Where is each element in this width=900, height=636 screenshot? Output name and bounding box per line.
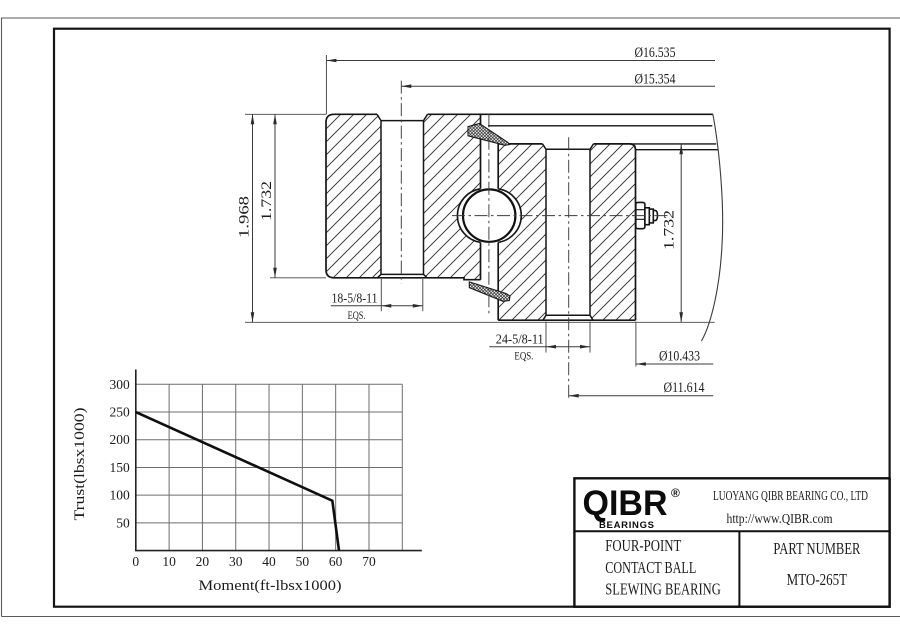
outer-ring-outline <box>325 113 482 281</box>
dim-inner-holes-note: EQS. <box>514 349 533 363</box>
outer-ring-section <box>325 113 482 281</box>
dim-inner-holes: 24-5/8-11 <box>496 333 544 348</box>
company-logo: QIBR ® BEARINGS <box>583 484 681 531</box>
chart-x-axis-title: Moment(ft-lbsx1000) <box>199 578 342 594</box>
chart-gridlines <box>135 383 403 551</box>
part-number-value: MTO-265T <box>787 570 848 589</box>
dimension-arrows <box>250 58 683 398</box>
mounting-plate <box>480 113 724 342</box>
break-line <box>701 114 724 342</box>
dimension-lines <box>252 60 715 397</box>
chart-x-tick-label: 60 <box>329 554 343 569</box>
chart-series-line <box>135 410 341 551</box>
inner-ring-section <box>497 143 637 322</box>
centerlines <box>400 80 671 401</box>
inner-ring-bolt-hole <box>541 143 595 321</box>
product-line-2: CONTACT BALL <box>605 558 696 577</box>
inner-ring-outline <box>497 143 637 322</box>
upper-seal <box>467 122 511 146</box>
dimension-annotations: Ø16.535 Ø15.354 1.968 1.732 1.732 18-5/8… <box>237 45 715 398</box>
chart-x-tick-label: 40 <box>262 554 276 569</box>
chart-y-tick-label: 100 <box>110 488 131 503</box>
dim-inner-ring-height: 1.732 <box>662 210 678 250</box>
registered-trademark-icon: ® <box>671 486 680 500</box>
part-number-label: PART NUMBER <box>773 539 860 558</box>
dim-overall-height: 1.968 <box>237 196 253 238</box>
dim-outer-bolt-circle: Ø15.354 <box>635 72 676 88</box>
dim-inner-bolt-circle: Ø11.614 <box>664 380 705 396</box>
chart-y-tick-label: 250 <box>110 405 131 420</box>
seals <box>467 122 511 302</box>
chart-y-tick-label: 200 <box>110 432 131 447</box>
chart-x-tick-label: 10 <box>162 554 176 569</box>
chart-y-tick-label: 50 <box>116 515 130 530</box>
chart-y-tick-label: 300 <box>110 377 131 392</box>
product-line-3: SLEWING BEARING <box>605 580 721 599</box>
inner-border <box>52 27 891 608</box>
company-website: http://www.QIBR.com <box>727 511 833 526</box>
page-frame <box>0 17 900 618</box>
company-name: LUOYANG QIBR BEARING CO., LTD <box>713 488 868 503</box>
logo-subtext: BEARINGS <box>599 520 654 531</box>
chart-x-tick-label: 50 <box>296 554 310 569</box>
logo-text: QIBR <box>583 484 668 523</box>
dim-outer-holes-note: EQS. <box>348 308 366 322</box>
chart-y-axis-title: Trust(lbsx1000) <box>72 407 88 520</box>
chart-x-tick-label: 70 <box>362 554 376 569</box>
chart-y-tick-label: 150 <box>110 460 131 475</box>
outer-ring-bolt-hole <box>376 113 429 279</box>
outer-border <box>0 17 900 618</box>
chart-x-tick-label: 20 <box>196 554 210 569</box>
chart-x-tick-label: 30 <box>229 554 243 569</box>
chart-axes <box>135 369 422 552</box>
chart-x-tick-label: 0 <box>132 554 139 569</box>
product-description: FOUR-POINT CONTACT BALL SLEWING BEARING <box>605 536 721 599</box>
lower-seal <box>468 281 511 302</box>
title-block-border <box>573 477 891 608</box>
bearing-section-view <box>325 80 724 401</box>
dim-outer-diameter: Ø16.535 <box>635 45 676 61</box>
product-line-1: FOUR-POINT <box>605 536 681 555</box>
part-number-cell: PART NUMBER MTO-265T <box>773 539 860 589</box>
dim-inner-bore: Ø10.433 <box>659 348 700 364</box>
dim-outer-holes: 18-5/8-11 <box>332 292 378 307</box>
title-block: QIBR ® BEARINGS LUOYANG QIBR BEARING CO.… <box>573 477 891 608</box>
capacity-chart: 0 10 20 30 40 50 60 70 50 100 150 200 250 300Trust(lb… <box>72 369 422 594</box>
dim-outer-ring-height: 1.732 <box>259 181 275 221</box>
extension-lines <box>245 55 715 367</box>
